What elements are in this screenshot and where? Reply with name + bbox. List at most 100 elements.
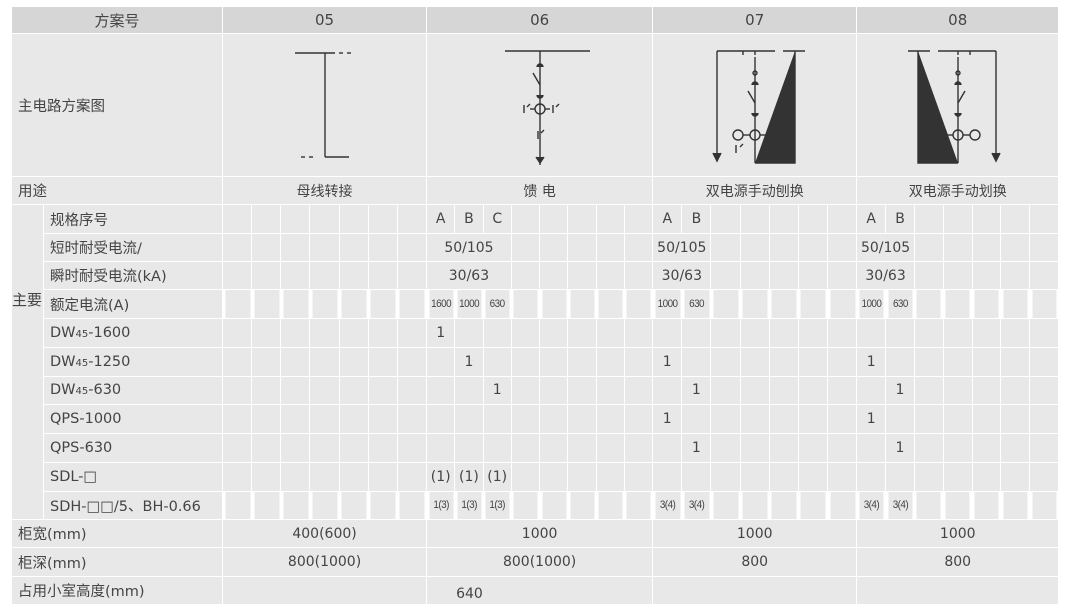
component-2-07-cell bbox=[768, 347, 799, 377]
component-5-06-cell bbox=[567, 432, 597, 463]
short-time-current-empty bbox=[768, 233, 799, 262]
rated-current-06-cell bbox=[597, 289, 624, 319]
component-4-08-cell: 1 bbox=[856, 404, 887, 434]
component-3-07-cell bbox=[768, 375, 799, 405]
rated-current-06-cell: 1000 bbox=[455, 289, 483, 319]
component-3: DW45-630 bbox=[42, 375, 224, 405]
component-5-07-cell bbox=[652, 432, 683, 463]
instant-current-05-cell bbox=[222, 261, 253, 290]
component-3-08-cell: 1 bbox=[885, 375, 915, 405]
component-3-08-cell bbox=[856, 375, 887, 405]
component-4-06-cell bbox=[567, 404, 597, 434]
rated-current-06-cell: 1600 bbox=[427, 289, 454, 319]
component-1-07-cell bbox=[827, 318, 858, 348]
spec-number-07-cell: B bbox=[681, 204, 712, 234]
rated-current-06-cell bbox=[568, 289, 596, 319]
component-5-08-cell bbox=[856, 432, 887, 463]
component-6-08-cell bbox=[1029, 461, 1060, 492]
component-4-08-cell bbox=[913, 404, 944, 434]
component-2-07-cell bbox=[739, 347, 770, 377]
instant-current-05-cell bbox=[396, 261, 428, 290]
component-3-06-cell bbox=[426, 375, 456, 405]
short-time-current-empty bbox=[567, 233, 597, 262]
component-5-06-cell bbox=[510, 432, 541, 463]
short-time-current-value-07: 50/105 bbox=[652, 233, 712, 262]
component-6-07-cell bbox=[652, 461, 683, 492]
component-4-05-cell bbox=[222, 404, 253, 434]
table-row: 主电路方案图 bbox=[10, 33, 1060, 177]
diagram-label: 主电路方案图 bbox=[10, 33, 224, 177]
component-3-06-cell bbox=[510, 375, 541, 405]
component-1-05-cell bbox=[396, 318, 428, 348]
spec-number-08-cell bbox=[1000, 204, 1031, 234]
component-5-08-cell bbox=[942, 432, 973, 463]
component-4-06-cell bbox=[426, 404, 456, 434]
rated-current-05-cell bbox=[252, 289, 280, 319]
cabinet-depth-05: 800(1000) bbox=[222, 547, 428, 577]
short-time-current-value-06: 50/105 bbox=[426, 233, 512, 262]
component-6-08-cell bbox=[942, 461, 973, 492]
cabinet-depth-label: 柜深(mm) bbox=[10, 547, 224, 577]
component-7-08-cell bbox=[1001, 490, 1029, 520]
component-5-06-cell bbox=[426, 432, 456, 463]
component-7-08-cell: 3(4) bbox=[857, 490, 885, 520]
rated-current-07-cell: 630 bbox=[682, 289, 710, 319]
short-time-current-empty bbox=[710, 233, 741, 262]
component-7-07-cell bbox=[828, 490, 856, 520]
spec-number-06-cell bbox=[539, 204, 569, 234]
component-3-08-cell bbox=[1029, 375, 1060, 405]
instant-current-empty bbox=[913, 261, 944, 290]
table-row: 主要电器元件规格序号ABCABAB bbox=[11, 204, 1060, 520]
component-4-08-cell bbox=[885, 404, 915, 434]
spec-number-08-cell: B bbox=[885, 204, 915, 234]
component-2-08-cell bbox=[1029, 347, 1060, 377]
component-1-06-cell bbox=[567, 318, 597, 348]
component-1-07-cell bbox=[739, 318, 770, 348]
spec-number-05-cell bbox=[251, 204, 282, 234]
instant-current-empty bbox=[797, 261, 829, 290]
component-5: QPS-630 bbox=[42, 432, 224, 463]
component-2: DW45-1250 bbox=[42, 347, 224, 377]
short-time-current-empty bbox=[1029, 233, 1060, 262]
instant-current-empty bbox=[1029, 261, 1060, 290]
component-2-05-cell bbox=[251, 347, 282, 377]
instant-current-empty bbox=[595, 261, 625, 290]
spec-number-05-cell bbox=[280, 204, 311, 234]
instant-current-05-cell bbox=[251, 261, 282, 290]
spec-number-08-cell bbox=[942, 204, 973, 234]
component-7-08-cell bbox=[973, 490, 1000, 520]
component-7-08-cell bbox=[1030, 490, 1058, 520]
component-7-07-cell bbox=[799, 490, 827, 520]
short-time-current-empty bbox=[942, 233, 973, 262]
component-3-06-cell: 1 bbox=[482, 375, 512, 405]
component-2-06-cell bbox=[567, 347, 597, 377]
short-time-current-05-cell bbox=[251, 233, 282, 262]
component-2-07-cell: 1 bbox=[652, 347, 683, 377]
component-6-08-cell bbox=[856, 461, 887, 492]
instant-current-value-06: 30/63 bbox=[426, 261, 512, 290]
room-height-value: 640 bbox=[456, 585, 483, 602]
component-6-05-cell bbox=[222, 461, 253, 492]
short-time-current-05-cell bbox=[396, 233, 428, 262]
component-7-05-cell bbox=[223, 490, 251, 520]
scheme-id-07: 07 bbox=[652, 6, 858, 34]
component-6-05-cell bbox=[396, 461, 428, 492]
component-2-06-cell bbox=[623, 347, 654, 377]
component-6-05-cell bbox=[280, 461, 311, 492]
spec-number-06-cell bbox=[623, 204, 654, 234]
component-6-06-cell bbox=[623, 461, 654, 492]
instant-current-empty bbox=[567, 261, 597, 290]
component-4-07-cell bbox=[827, 404, 858, 434]
component-2-06-cell bbox=[510, 347, 541, 377]
rated-current-06-cell bbox=[625, 289, 652, 319]
spec-number-08-cell bbox=[913, 204, 944, 234]
spec-number-07-cell bbox=[739, 204, 770, 234]
component-5-08-cell bbox=[971, 432, 1002, 463]
spec-number-08-cell bbox=[1029, 204, 1060, 234]
component-6-06-cell bbox=[510, 461, 541, 492]
rated-current-05-cell bbox=[340, 289, 368, 319]
cabinet-depth-08: 800 bbox=[856, 547, 1060, 577]
component-4-08-cell bbox=[1029, 404, 1060, 434]
